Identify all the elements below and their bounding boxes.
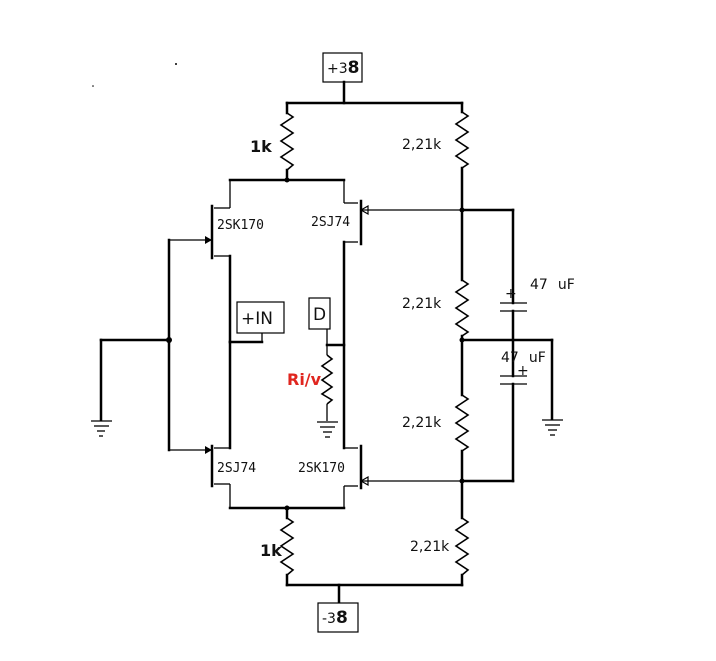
- input-port-label: +IN: [241, 309, 273, 329]
- input-network: [91, 238, 172, 452]
- svg-text:+: +: [505, 286, 517, 302]
- output-port-label: D: [313, 305, 326, 325]
- output-port: D: [308, 297, 346, 347]
- jfet-lower-left-label: 2SJ74: [217, 461, 256, 476]
- input-port: +IN: [228, 301, 285, 344]
- jfet-lower-right: 2SK170: [298, 444, 462, 508]
- jfet-upper-left-label: 2SK170: [217, 218, 264, 233]
- resistor-top-left: 1k: [250, 101, 295, 182]
- ground-icon: [91, 420, 112, 437]
- resistor-bottom-left-label: 1k: [260, 541, 282, 560]
- ground-icon: [542, 419, 563, 436]
- jfet-upper-left: 2SK170: [170, 180, 264, 344]
- negative-rail-label: -38: [322, 608, 348, 628]
- ground-icon: [317, 421, 338, 438]
- resistor-top-left-label: 1k: [250, 137, 272, 156]
- jfet-upper-right: 2SJ74: [311, 180, 462, 450]
- positive-supply: +38: [285, 52, 464, 105]
- stray-dot: [92, 85, 94, 87]
- divider-r2-label: 2,21k: [402, 296, 442, 312]
- svg-text:+: +: [517, 363, 529, 379]
- divider-r3-label: 2,21k: [402, 415, 442, 431]
- negative-rail-box: [317, 602, 359, 633]
- stray-dot: [175, 63, 177, 65]
- load-resistor-label: Ri/v: [287, 370, 322, 389]
- load-resistor: Ri/v: [287, 345, 338, 438]
- jfet-lower-right-label: 2SK170: [298, 461, 345, 476]
- divider-r1-label: 2,21k: [402, 137, 442, 153]
- resistor-bottom-left: 1k: [260, 506, 295, 587]
- jfet-lower-left: 2SJ74: [170, 340, 256, 508]
- negative-supply: -38: [285, 583, 464, 633]
- positive-rail-label: +38: [327, 58, 359, 78]
- divider-chain: 2,21k 2,21k 2,21k 2,21k: [402, 101, 470, 587]
- divider-r4-label: 2,21k: [410, 539, 450, 555]
- jfet-upper-right-label: 2SJ74: [311, 215, 350, 230]
- positive-rail-box: [322, 52, 363, 83]
